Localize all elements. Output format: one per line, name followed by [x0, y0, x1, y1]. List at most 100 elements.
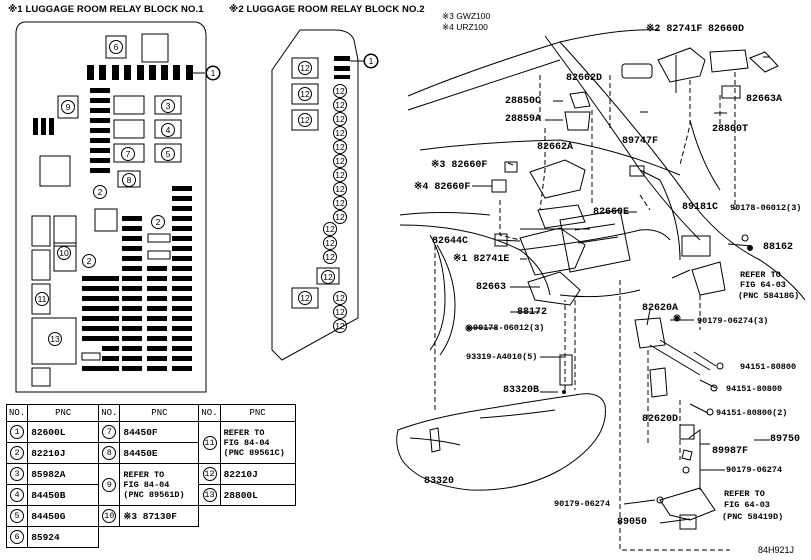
table-row-no: 5 — [5, 505, 29, 527]
part-label-89750: 89750 — [770, 434, 801, 445]
part-label-28800T: 28800T — [712, 124, 749, 135]
part-label-89987F: 89987F — [712, 446, 749, 457]
part-label-28859A: 28859A — [505, 114, 542, 125]
table-row-no: 11 — [198, 421, 221, 464]
table-cell-pnc: 85924 — [27, 526, 100, 548]
table-row-no: 4 — [5, 484, 29, 506]
table-row-no: 3 — [5, 463, 29, 485]
part-label-82660F: ※3 82660F — [431, 160, 488, 171]
pnc-table: NO. PNC NO. PNC NO. PNC 1 82600L 7 84450… — [5, 404, 296, 548]
table-cell-pnc: 82210J — [219, 463, 296, 485]
table-cell-pnc: 84450B — [27, 484, 100, 506]
part-label-82660D: 82660D — [708, 24, 745, 35]
col-header-pnc: PNC — [219, 404, 296, 422]
part-label-90178-b: 90178-06012(3) — [473, 323, 545, 333]
refer-label-2c: (PNC 58419D) — [722, 512, 784, 522]
block1-ref-2c: 2 — [82, 254, 96, 268]
refer-label-1b: FIG 64-03 — [740, 280, 786, 290]
part-label-94151-c: 94151-80800(2) — [716, 408, 788, 418]
block1-ref-2a: 2 — [93, 185, 107, 199]
block2-title: ※2 LUGGAGE ROOM RELAY BLOCK NO.2 — [229, 4, 425, 15]
block2-ref-12: 12 — [333, 84, 347, 98]
block2-ref-1: 1 — [364, 54, 378, 68]
part-label-88172: 88172 — [517, 307, 548, 318]
block1-ref-10: 10 — [57, 246, 71, 260]
block2-ref-12: 12 — [333, 196, 347, 210]
table-cell-pnc: 85982A — [27, 463, 100, 485]
block1-ref-5: 5 — [161, 147, 175, 161]
part-label-93319: 93319-A4010(5) — [466, 352, 538, 362]
block1-ref-2b: 2 — [151, 215, 165, 229]
part-label-82662D: 82662D — [566, 73, 603, 84]
part-label-90179-a: 90179-06274(3) — [697, 316, 769, 326]
block2-ref-12: 12 — [323, 250, 337, 264]
part-label-82741E: ※1 82741E — [453, 254, 510, 265]
block1-ref-1: 1 — [206, 66, 220, 80]
col-header-no: NO. — [198, 404, 221, 422]
refer-label-1a: REFER TO — [740, 270, 781, 280]
table-cell-pnc: ※3 87130F — [119, 505, 200, 527]
part-label-82663: 82663 — [476, 282, 507, 293]
block2-ref-12: 12 — [333, 112, 347, 126]
part-label-82660F-alt: ※4 82660F — [414, 182, 471, 193]
block2-ref-12: 12 — [333, 182, 347, 196]
table-row-no: 2 — [5, 442, 29, 464]
part-label-89050: 89050 — [617, 517, 648, 528]
block2-ref-12: 12 — [333, 98, 347, 112]
refer-label-2b: FIG 64-03 — [724, 500, 770, 510]
block2-ref-12: 12 — [298, 113, 312, 127]
part-label-82741F: ※2 82741F — [646, 24, 703, 35]
table-empty — [199, 506, 295, 548]
block2-ref-12: 12 — [321, 270, 335, 284]
part-label-82662A: 82662A — [537, 142, 574, 153]
refer-label-2a: REFER TO — [724, 489, 765, 499]
table-row-no: 1 — [5, 421, 29, 443]
table-cell-pnc: REFER TO FIG 84-04 (PNC 89561C) — [219, 421, 296, 464]
block2-ref-12: 12 — [323, 222, 337, 236]
block1-ref-7: 7 — [121, 147, 135, 161]
table-row-no: 6 — [5, 526, 29, 548]
block2-ref-12: 12 — [333, 154, 347, 168]
block1-ref-6: 6 — [109, 40, 123, 54]
diagram-code: 84H921J — [758, 545, 795, 555]
block1-ref-9: 9 — [61, 100, 75, 114]
table-row-no: 13 — [198, 484, 221, 506]
block2-ref-12: 12 — [298, 87, 312, 101]
table-cell-pnc: 82210J — [27, 442, 100, 464]
block2-ref-12: 12 — [298, 61, 312, 75]
part-label-90179-c: 90179-06274 — [554, 499, 611, 509]
col-header-pnc: PNC — [119, 404, 200, 422]
refer-label-1c: (PNC 58418G) — [738, 291, 800, 301]
block1-ref-4: 4 — [161, 123, 175, 137]
table-cell-pnc: 28800L — [219, 484, 296, 506]
block2-ref-12: 12 — [323, 236, 337, 250]
table-row-no: 7 — [98, 421, 121, 443]
table-row-no: 8 — [98, 442, 121, 464]
col-header-no: NO. — [98, 404, 121, 422]
model-note-1: ※3 GWZ100 — [442, 11, 491, 21]
block2-ref-12: 12 — [333, 140, 347, 154]
table-empty — [99, 527, 199, 548]
block1-ref-3: 3 — [161, 99, 175, 113]
table-cell-pnc: REFER TO FIG 84-04 (PNC 89561D) — [119, 463, 200, 506]
part-label-82644C: 82644C — [432, 236, 469, 247]
table-row-no: 12 — [198, 463, 221, 485]
part-label-83320: 83320 — [424, 476, 455, 487]
part-label-82663A: 82663A — [746, 94, 783, 105]
col-header-pnc: PNC — [27, 404, 100, 422]
block2-ref-12: 12 — [333, 168, 347, 182]
block1-title: ※1 LUGGAGE ROOM RELAY BLOCK NO.1 — [8, 4, 204, 15]
block2-ref-12: 12 — [333, 126, 347, 140]
part-label-89181C: 89181C — [682, 202, 719, 213]
part-label-28850C: 28850C — [505, 96, 542, 107]
block1-ref-13: 13 — [48, 332, 62, 346]
part-label-89747F: 89747F — [622, 136, 659, 147]
part-label-90178-a: 90178-06012(3) — [730, 203, 802, 213]
block1-ref-8: 8 — [122, 173, 136, 187]
part-label-83320B: 83320B — [503, 385, 540, 396]
part-label-90179-b: 90179-06274 — [726, 465, 783, 475]
block2-ref-12: 12 — [333, 291, 347, 305]
part-label-82620D: 82620D — [642, 414, 679, 425]
part-label-82620A: 82620A — [642, 303, 679, 314]
block2-ref-12: 12 — [298, 291, 312, 305]
